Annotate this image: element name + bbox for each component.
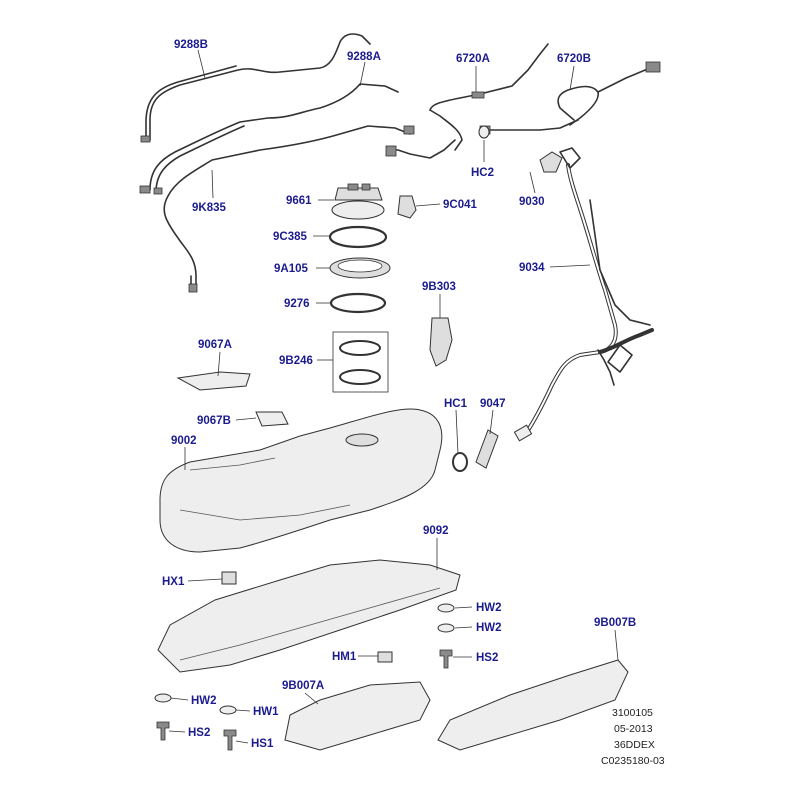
fuel-tank-9002[interactable]: [159, 408, 443, 553]
washer-hw1[interactable]: [219, 705, 237, 715]
lock-ring-9a105[interactable]: [329, 257, 391, 279]
label-hc1: HC1: [444, 398, 468, 410]
label-9047: 9047: [480, 398, 506, 410]
label-9661: 9661: [286, 195, 312, 207]
label-hw1: HW1: [253, 706, 279, 718]
label-9c041: 9C041: [443, 199, 477, 211]
label-6720a: 6720A: [456, 53, 490, 65]
label-hs2-left: HS2: [188, 727, 210, 739]
reference-date: 05-2013: [614, 723, 653, 735]
label-hw2-lower: HW2: [191, 695, 217, 707]
label-9288b: 9288B: [174, 39, 208, 51]
reference-code: 36DDEX: [614, 739, 655, 751]
filler-cap-9030[interactable]: [539, 151, 563, 173]
label-hw2-middle: HW2: [476, 622, 502, 634]
mount-hm1[interactable]: [377, 651, 393, 663]
hose-clamp-hc1[interactable]: [452, 452, 468, 472]
label-9030: 9030: [519, 196, 545, 208]
vent-line-6720b[interactable]: [557, 61, 661, 126]
label-hw2-upper: HW2: [476, 602, 502, 614]
fuel-line-9288b[interactable]: [140, 33, 371, 143]
label-9067b: 9067B: [197, 415, 231, 427]
heat-shield-9b007a[interactable]: [284, 681, 431, 751]
heat-shield-9092[interactable]: [157, 559, 461, 673]
label-hs1: HS1: [251, 738, 274, 750]
fuel-line-9288a[interactable]: [139, 83, 399, 195]
seal-kit-9b246[interactable]: [332, 331, 389, 393]
label-6720b: 6720B: [557, 53, 591, 65]
label-hc2: HC2: [471, 167, 494, 179]
label-hs2-right: HS2: [476, 652, 498, 664]
label-9b303: 9B303: [422, 281, 456, 293]
label-9002: 9002: [171, 435, 197, 447]
label-9b246: 9B246: [279, 355, 313, 367]
reference-drawing-id: C0235180-03: [601, 755, 665, 767]
screw-hs1[interactable]: [223, 729, 237, 751]
washer-hw2-lower[interactable]: [154, 693, 172, 703]
label-hm1: HM1: [332, 651, 357, 663]
seal-9c385[interactable]: [328, 225, 388, 249]
label-9b007b: 9B007B: [594, 617, 636, 629]
o-ring-9276[interactable]: [329, 292, 387, 314]
screw-hs2-left[interactable]: [156, 721, 170, 741]
label-9k835: 9K835: [192, 202, 226, 214]
fuel-pump-module-9661[interactable]: [331, 183, 385, 220]
part-labels: 9288B 9288A 6720A 6720B HC2 9030 9661 9C…: [162, 39, 636, 750]
pad-9067b[interactable]: [255, 411, 289, 427]
reference-block: 3100105 05-2013 36DDEX C0235180-03: [601, 707, 665, 767]
label-9067a: 9067A: [198, 339, 232, 351]
heat-shield-9b007b[interactable]: [437, 659, 629, 751]
label-9c385: 9C385: [273, 231, 307, 243]
washer-hw2-upper[interactable]: [437, 603, 455, 613]
hose-9047[interactable]: [475, 429, 499, 469]
hose-clamp-hc2[interactable]: [478, 125, 490, 139]
nut-hx1[interactable]: [221, 571, 237, 585]
label-hx1: HX1: [162, 576, 185, 588]
bracket-9c041[interactable]: [397, 195, 417, 219]
filler-neck-9034[interactable]: [513, 147, 654, 442]
label-9288a: 9288A: [347, 51, 381, 63]
leader-lines: [168, 49, 619, 744]
vent-line-6720a[interactable]: [429, 43, 579, 151]
label-9b007a: 9B007A: [282, 680, 324, 692]
label-9034: 9034: [519, 262, 545, 274]
reference-number: 3100105: [612, 707, 653, 719]
label-9092: 9092: [423, 525, 449, 537]
label-9a105: 9A105: [274, 263, 308, 275]
washer-hw2-middle[interactable]: [437, 623, 455, 633]
pad-9067a[interactable]: [176, 371, 251, 391]
label-9276: 9276: [284, 298, 310, 310]
sender-9b303[interactable]: [429, 317, 453, 367]
screw-hs2-right[interactable]: [439, 649, 453, 669]
fuel-line-9k835[interactable]: [163, 125, 456, 293]
